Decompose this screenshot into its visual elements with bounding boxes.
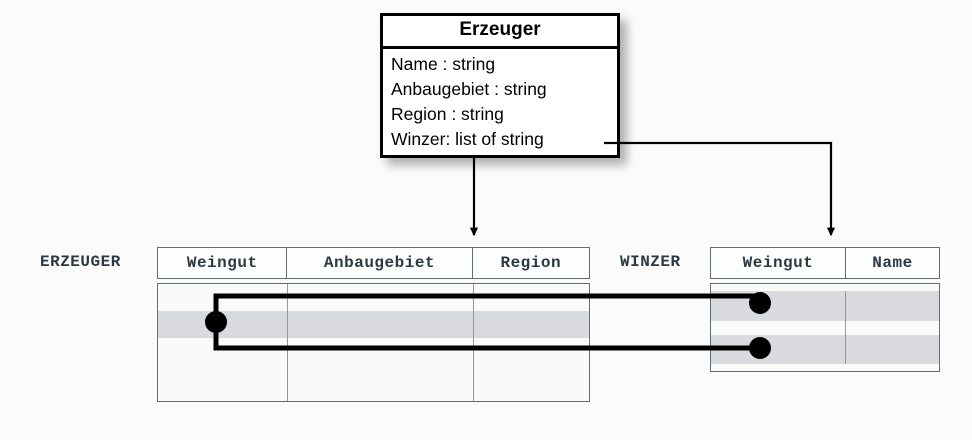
table-label-erzeuger: ERZEUGER bbox=[40, 253, 121, 271]
table-cell bbox=[288, 338, 474, 368]
table-label-winzer: WINZER bbox=[620, 253, 681, 271]
table-body-winzer bbox=[710, 283, 940, 372]
uml-class-title: Erzeuger bbox=[383, 16, 617, 49]
table-cell bbox=[711, 291, 846, 321]
uml-attribute-name: Name : string bbox=[391, 53, 496, 74]
table-cell bbox=[158, 368, 288, 401]
table-cell bbox=[158, 311, 288, 338]
table-cell bbox=[158, 338, 288, 368]
table-cell bbox=[711, 335, 846, 364]
column-header-name: Name bbox=[872, 254, 913, 272]
column-header-weingut: Weingut bbox=[158, 248, 288, 278]
table-row[interactable] bbox=[158, 311, 589, 338]
column-header-region: Region bbox=[500, 254, 562, 272]
mapping-arrow-winzer-attribute-to-winzer-table bbox=[604, 141, 836, 237]
table-cell bbox=[474, 311, 589, 338]
column-header-anbaugebiet: Anbaugebiet bbox=[287, 248, 473, 278]
table-cell bbox=[474, 338, 589, 368]
table-row[interactable] bbox=[711, 291, 939, 321]
uml-attribute-list: Name : string Anbaugebiet : string Regio… bbox=[383, 49, 617, 155]
table-cell bbox=[288, 368, 474, 401]
table-cell bbox=[711, 321, 846, 335]
column-header-weingut: Weingut bbox=[711, 248, 846, 278]
table-header-erzeuger: Weingut Anbaugebiet Region bbox=[157, 247, 590, 279]
table-row[interactable] bbox=[158, 368, 589, 401]
table-cell bbox=[474, 284, 589, 311]
uml-attribute-anbaugebiet: Anbaugebiet : string bbox=[391, 78, 547, 99]
uml-attribute-region: Region : string bbox=[391, 103, 504, 124]
table-cell bbox=[846, 291, 939, 321]
uml-attribute-winzer: Winzer: list of string bbox=[391, 128, 544, 149]
table-row[interactable] bbox=[158, 284, 589, 311]
table-row[interactable] bbox=[711, 335, 939, 364]
table-body-erzeuger bbox=[157, 283, 590, 402]
table-row[interactable] bbox=[711, 321, 939, 335]
table-cell bbox=[474, 368, 589, 401]
table-cell bbox=[158, 284, 288, 311]
table-cell bbox=[846, 335, 939, 364]
table-row[interactable] bbox=[158, 338, 589, 368]
table-cell bbox=[288, 284, 474, 311]
table-cell bbox=[846, 321, 939, 335]
table-cell bbox=[288, 311, 474, 338]
uml-class-box-erzeuger: Erzeuger Name : string Anbaugebiet : str… bbox=[380, 13, 620, 158]
table-header-winzer: Weingut Name bbox=[710, 247, 940, 279]
